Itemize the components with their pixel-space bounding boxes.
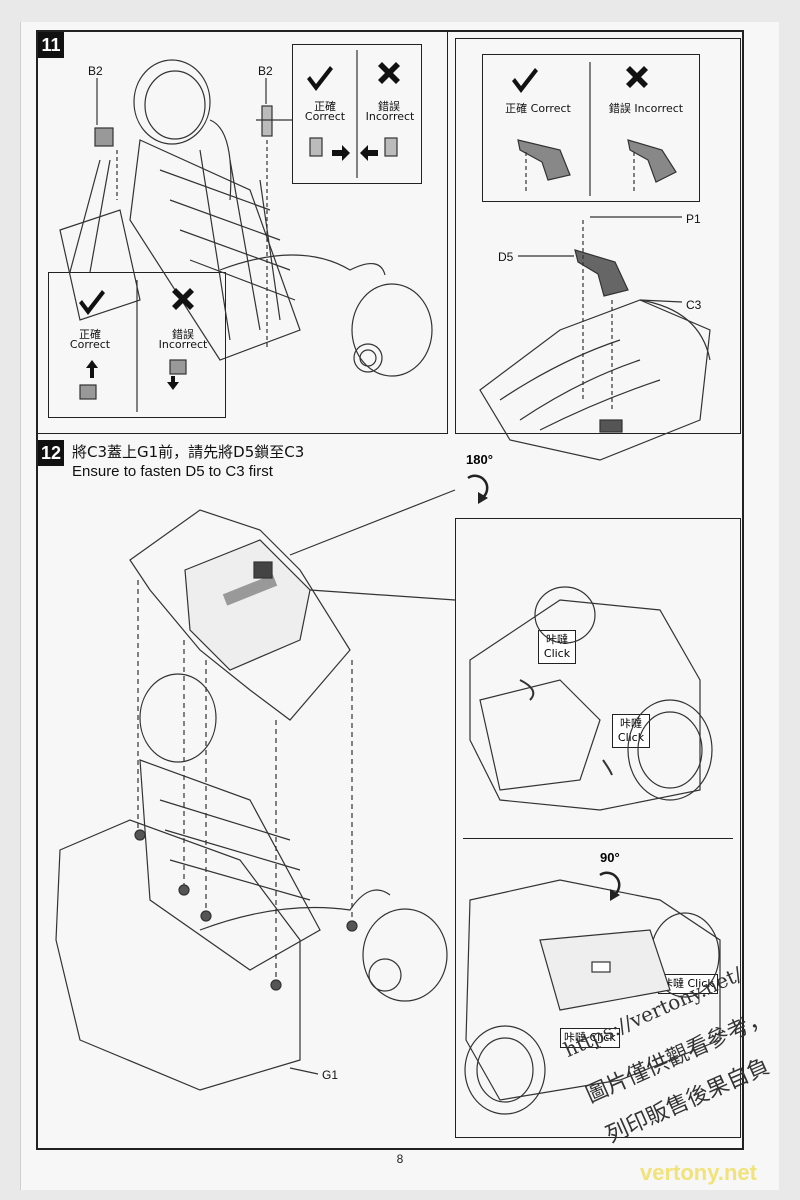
right-incorrect-cn: 錯誤 (608, 102, 631, 115)
step11-check-top (292, 44, 422, 184)
label-d5: D5 (498, 250, 514, 264)
check-top-correct-cn: 正確 (314, 100, 336, 113)
label-p1: P1 (686, 212, 701, 226)
rotate-90-label: 90° (600, 850, 620, 865)
step12-title-en: Ensure to fasten D5 to C3 first (72, 463, 273, 480)
checkmarks (79, 62, 648, 390)
step11-check-left (48, 272, 226, 418)
click-callout-4: 咔噠 Click (560, 1028, 620, 1048)
step12-detail-panel (455, 518, 741, 1138)
check-top-incorrect-cn: 錯誤 (378, 100, 400, 113)
label-b2-right: B2 (258, 64, 273, 78)
detail-divider (463, 838, 733, 839)
step11-number: 11 (38, 32, 64, 58)
right-incorrect-en: Incorrect (634, 102, 684, 115)
page-frame (36, 30, 744, 1150)
page-number: 8 (396, 1152, 404, 1166)
step12-illustration (55, 489, 721, 1115)
right-correct-en: Correct (530, 102, 571, 115)
step11-housing-illustration (59, 59, 433, 377)
click-callout-3: 咔噠 Click (658, 974, 718, 994)
step11-right-panel (455, 38, 741, 434)
right-correct-cn: 正確 (505, 102, 528, 115)
check-top-incorrect-en: Incorrect (365, 110, 415, 123)
watermark-site: vertony.net (640, 1160, 757, 1185)
check-left-incorrect-en: Incorrect (158, 338, 208, 351)
rotate-arrows (467, 474, 621, 897)
right-check-box (482, 54, 700, 202)
click2-en: Click (617, 731, 645, 744)
step12-number: 12 (38, 440, 64, 466)
rotate-180-label: 180° (466, 452, 493, 467)
right-incorrect-label: 錯誤 Incorrect (596, 100, 696, 116)
label-c3: C3 (686, 298, 702, 312)
label-b2-left: B2 (88, 64, 103, 78)
right-correct-label: 正確 Correct (488, 100, 588, 116)
check-left-correct-cn: 正確 (79, 328, 101, 341)
step11-panel (36, 30, 448, 434)
label-g1: G1 (322, 1068, 339, 1082)
click1-en: Click (543, 647, 571, 660)
check-top-correct-en: Correct (304, 110, 346, 123)
check-left-incorrect-cn: 錯誤 (172, 328, 194, 341)
check-left-correct-en: Correct (69, 338, 111, 351)
step12-title-cn: 將C3蓋上G1前，請先將D5鎖至C3 (72, 443, 305, 461)
